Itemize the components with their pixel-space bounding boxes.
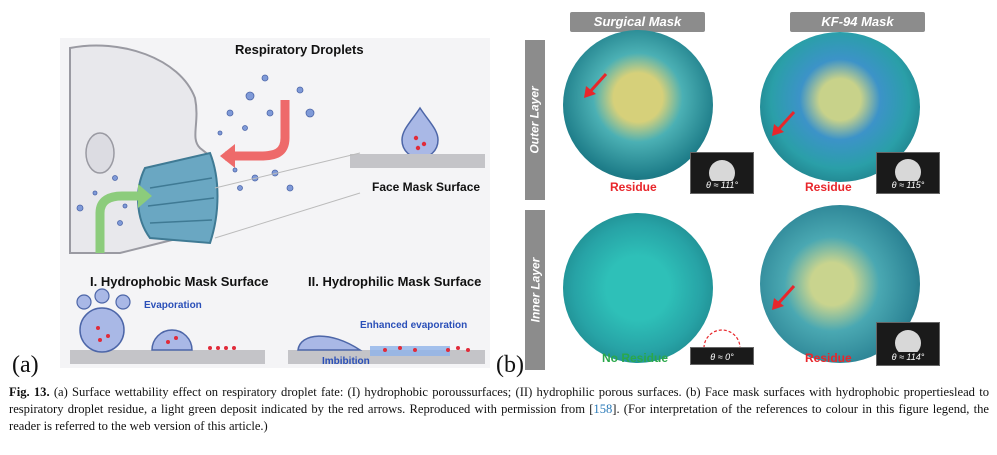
ear (85, 132, 115, 174)
droplet-profile-4 (877, 330, 939, 365)
reference-link[interactable]: 158 (593, 402, 613, 416)
face-mask (137, 151, 219, 245)
row-label-inner-layer: Inner Layer (525, 210, 545, 370)
hydrophobic-title: I. Hydrophobic Mask Surface (90, 274, 269, 289)
hydrophilic-title: II. Hydrophilic Mask Surface (308, 274, 482, 289)
figure-caption: Fig. 13. (a) Surface wettability effect … (9, 384, 989, 435)
evaporation-label: Evaporation (144, 300, 202, 311)
residue-arrow-4 (772, 284, 796, 310)
contact-angle-inset-2: θ ≈ 115° (876, 152, 940, 194)
header-surgical-mask: Surgical Mask (570, 12, 705, 32)
figure-number: Fig. 13. (9, 385, 50, 399)
residue-arrow-2 (772, 110, 796, 136)
green-arrow (95, 191, 145, 253)
row-label-outer-layer: Outer Layer (525, 40, 545, 200)
mask-surface-band (350, 154, 485, 168)
enhanced-evaporation-label: Enhanced evaporation (360, 320, 468, 331)
droplet-profile-2 (877, 159, 939, 193)
residue-arrow-1 (584, 72, 608, 98)
contact-angle-inset-1: θ ≈ 111° (690, 152, 754, 194)
hydrophobic-surface (70, 350, 265, 364)
contact-angle-inset-3: θ ≈ 0° (690, 347, 754, 365)
residue-label-2: Residue (805, 180, 852, 194)
sphere-surgical-inner (563, 213, 713, 363)
respiratory-droplets-label: Respiratory Droplets (235, 42, 364, 57)
face-mask-surface-label: Face Mask Surface (372, 180, 481, 194)
no-residue-label: No Residue (602, 351, 669, 365)
contact-angle-inset-4: θ ≈ 114° (876, 322, 940, 366)
droplet-icon (401, 106, 439, 159)
panel-a-illustration: Respiratory Droplets Face Mask Surface I… (60, 38, 490, 368)
droplet-profile-1 (691, 160, 753, 193)
residue-label-4: Residue (805, 351, 852, 365)
residue-label-1: Residue (610, 180, 657, 194)
caption-text-2: ]. (For interpretation of the references… (9, 402, 989, 433)
wetting-arc-icon (703, 329, 741, 349)
caption-text-1: (a) Surface wettability effect on respir… (9, 385, 989, 416)
sphere-surgical-outer (563, 30, 713, 180)
panel-a-label: (a) (12, 352, 39, 378)
imbibition-label: Imbibition (322, 356, 370, 367)
header-kf94-mask: KF-94 Mask (790, 12, 925, 32)
panel-b-label: (b) (496, 352, 524, 378)
red-arrow (225, 100, 290, 161)
droplet-illustration (69, 44, 485, 364)
